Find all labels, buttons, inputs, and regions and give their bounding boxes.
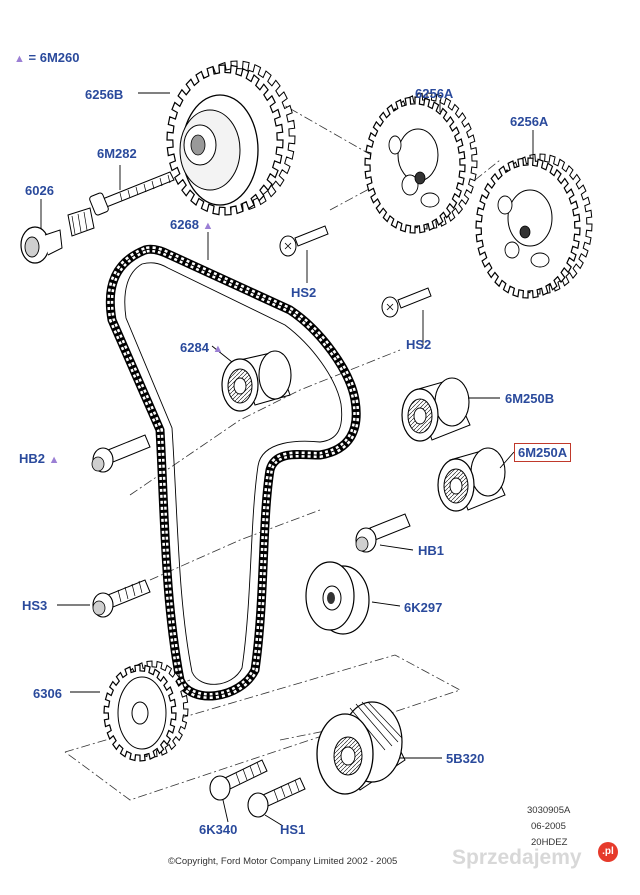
- label-6256A-2: 6256A: [510, 114, 549, 129]
- crank-pulley-bolt-6026: [20, 207, 95, 264]
- leader-lines: [40, 92, 534, 827]
- bolt-HB1: [355, 513, 411, 553]
- triangle-icon: ▲: [212, 343, 224, 355]
- label-HS2-1: HS2: [291, 285, 317, 300]
- crankshaft-sprocket-6306: [103, 660, 189, 762]
- timing-belt-6268: [105, 244, 361, 701]
- bolt-HS2-2: [381, 287, 432, 318]
- label-6268-text: 6268: [170, 217, 199, 232]
- drawing-ref: 20HDEZ: [531, 837, 568, 848]
- label-HB1: HB1: [418, 543, 445, 558]
- bolt-HS2-1: [279, 225, 329, 257]
- bolt-HS3: [92, 579, 151, 618]
- label-6256B: 6256B: [85, 87, 124, 102]
- label-6268: 6268 ▲: [170, 217, 213, 234]
- label-6M250A: 6M250A: [514, 443, 572, 462]
- bolt-6M282: [89, 171, 175, 216]
- label-HS2-2: HS2: [406, 337, 432, 352]
- label-6K340: 6K340: [199, 822, 238, 837]
- label-HB2-text: HB2: [19, 451, 46, 466]
- label-HB2: HB2 ▲: [19, 451, 60, 468]
- tensioner-6M250B: [401, 377, 471, 442]
- drawing-date: 06-2005: [531, 821, 566, 832]
- crank-pulley-5B320: [316, 701, 406, 795]
- legend: ▲ = 6M260: [14, 50, 79, 67]
- camshaft-sprocket-6256B: [166, 60, 296, 216]
- label-6306: 6306: [33, 686, 62, 701]
- label-HS3: HS3: [22, 598, 48, 613]
- guide-pulley-6K297: [305, 561, 370, 635]
- watermark-badge: .pl: [598, 842, 618, 862]
- drawing-code: 3030905A: [527, 805, 571, 816]
- camshaft-sprocket-6256A-1: [364, 92, 478, 234]
- label-6M282: 6M282: [97, 146, 137, 161]
- triangle-icon: ▲: [14, 53, 25, 65]
- bolt-6K340: [209, 759, 268, 801]
- bolt-HS1: [247, 777, 306, 818]
- triangle-icon: ▲: [48, 454, 60, 466]
- label-5B320: 5B320: [446, 751, 485, 766]
- label-6256A-1: 6256A: [415, 86, 454, 101]
- label-6026: 6026: [25, 183, 54, 198]
- watermark-text: Sprzedajemy: [452, 846, 582, 869]
- label-6K297: 6K297: [404, 600, 443, 615]
- bolt-HB2: [91, 434, 151, 473]
- camshaft-sprocket-6256A-2: [475, 153, 593, 299]
- label-6284-text: 6284: [180, 340, 209, 355]
- copyright-text: ©Copyright, Ford Motor Company Limited 2…: [168, 856, 398, 867]
- label-HS1: HS1: [280, 822, 306, 837]
- label-6M250B: 6M250B: [505, 391, 555, 406]
- idler-pulley-6284: [221, 350, 292, 412]
- label-6284: 6284 ▲: [180, 340, 223, 357]
- tensioner-6M250A: [437, 447, 506, 512]
- triangle-icon: ▲: [202, 220, 214, 232]
- legend-text: = 6M260: [28, 50, 80, 65]
